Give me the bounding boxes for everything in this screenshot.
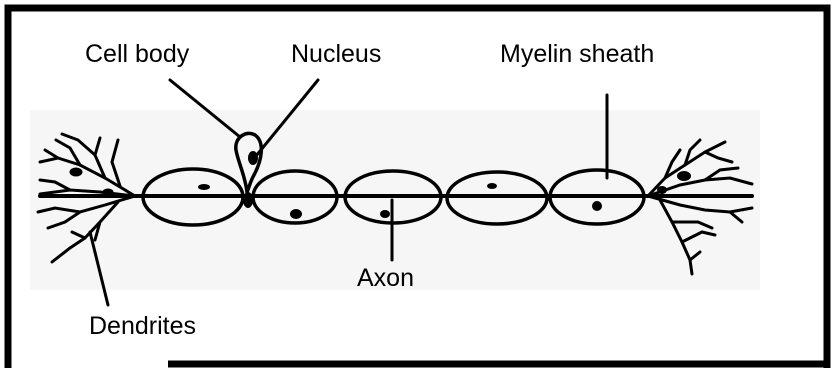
- background-texture: [30, 110, 760, 290]
- label-cell-body: Cell body: [85, 40, 190, 68]
- label-axon: Axon: [357, 264, 414, 292]
- label-myelin-sheath: Myelin sheath: [500, 40, 654, 68]
- dendrite-spot: [103, 189, 113, 195]
- label-nucleus: Nucleus: [291, 40, 381, 68]
- terminal-spot: [677, 171, 691, 181]
- terminal-spot: [657, 186, 667, 194]
- dendrite-spot: [70, 168, 82, 176]
- label-dendrites: Dendrites: [89, 312, 196, 340]
